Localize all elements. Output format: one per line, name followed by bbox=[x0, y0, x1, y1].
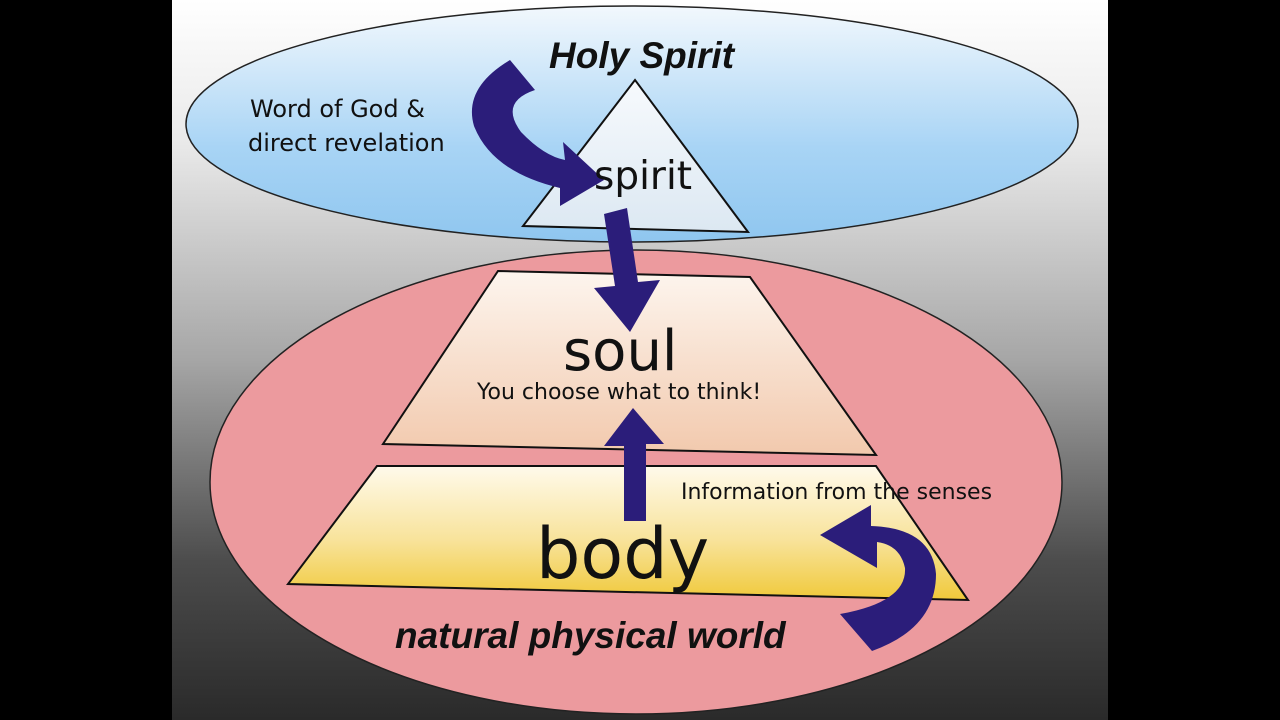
soul-layer bbox=[381, 269, 878, 457]
spirit-label: spirit bbox=[594, 154, 692, 199]
diagram-slide: Holy Spirit Word of God & direct revelat… bbox=[172, 0, 1108, 720]
spirit-soul-body-diagram: Holy Spirit Word of God & direct revelat… bbox=[185, 5, 1079, 715]
choose-label: You choose what to think! bbox=[476, 380, 761, 405]
holy-spirit-label: Holy Spirit bbox=[549, 35, 736, 76]
spirit-to-soul-arrow-icon bbox=[594, 208, 660, 332]
soul-label: soul bbox=[563, 319, 678, 384]
senses-label: Information from the senses bbox=[681, 480, 992, 505]
body-layer bbox=[286, 465, 970, 602]
body-to-soul-arrow-icon bbox=[604, 408, 664, 521]
direct-revelation-label: direct revelation bbox=[248, 129, 445, 157]
word-of-god-label: Word of God & bbox=[250, 95, 425, 123]
natural-world-label: natural physical world bbox=[395, 615, 787, 656]
revelation-arrow-icon bbox=[471, 60, 604, 206]
body-label: body bbox=[536, 513, 709, 595]
senses-arrow-icon bbox=[820, 505, 936, 651]
